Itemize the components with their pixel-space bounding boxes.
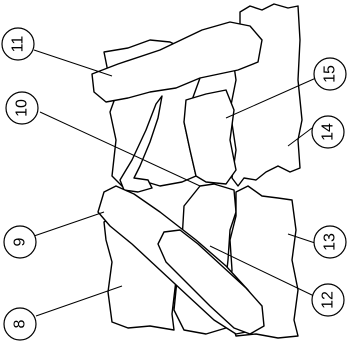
leader-11 (33, 49, 113, 77)
top-logs (91, 21, 265, 335)
leader-13 (287, 233, 319, 245)
callout-8: 8 (3, 307, 37, 341)
callout-13-label: 13 (322, 233, 339, 251)
callout-8-label: 8 (12, 319, 29, 328)
leader-12 (209, 245, 315, 297)
callout-15-label: 15 (322, 65, 339, 83)
callout-11-label: 11 (10, 36, 27, 53)
callout-10: 10 (5, 91, 39, 125)
callout-11: 11 (1, 27, 35, 61)
callout-14-label: 14 (320, 123, 337, 141)
leader-lines (33, 49, 319, 317)
leader-10 (39, 111, 201, 187)
callout-12: 12 (311, 283, 345, 317)
leader-9 (33, 211, 105, 237)
front-log-12 (157, 229, 265, 335)
leader-14 (287, 127, 313, 147)
callout-15: 15 (313, 57, 347, 91)
leader-15 (225, 77, 317, 119)
center-ember-piece (183, 89, 237, 185)
branch-log-10 (119, 95, 163, 193)
callout-9: 9 (3, 225, 37, 259)
callout-12-label: 12 (320, 291, 337, 309)
callouts: 11 10 9 8 15 14 13 12 (1, 27, 347, 341)
callout-9-label: 9 (12, 237, 29, 246)
callout-14: 14 (311, 115, 345, 149)
callout-10-label: 10 (14, 99, 31, 117)
leader-8 (35, 285, 123, 317)
top-log-11 (91, 21, 263, 103)
callout-13: 13 (313, 225, 347, 259)
